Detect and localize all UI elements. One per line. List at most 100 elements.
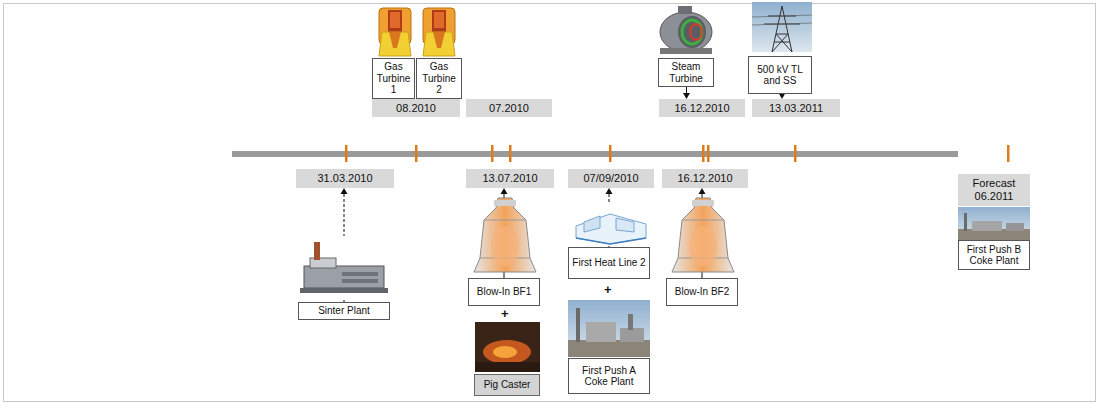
milestone-text: First Push A Coke Plant <box>572 365 646 388</box>
coke-plant-photo-part <box>964 213 967 231</box>
arrow-line <box>686 87 687 94</box>
arrow-head <box>501 188 508 194</box>
date-box: 13.03.2011 <box>752 99 840 117</box>
milestone-box: Gas Turbine 1 <box>372 58 415 99</box>
milestone-text: Blow-In BF1 <box>477 286 531 298</box>
date-box: 08.2010 <box>372 99 460 117</box>
steam-turbine-icon-part <box>678 16 706 48</box>
milestone-text: Sinter Plant <box>318 305 370 317</box>
steam-turbine-icon-part <box>660 48 712 54</box>
milestone-box: 500 kV TL and SS <box>748 56 812 94</box>
timeline-tick-part <box>345 145 348 162</box>
steam-turbine-icon-part <box>690 24 702 40</box>
date-box: 16.12.2010 <box>662 169 748 188</box>
blast-furnace-icon <box>672 198 734 272</box>
power-line-icon-part <box>764 6 800 52</box>
coke-plant-photo-part <box>1006 223 1024 231</box>
pig-caster-photo <box>475 322 540 372</box>
power-line-icon-part <box>752 2 812 52</box>
coke-plant-photo-part <box>576 308 580 342</box>
date-box: 07.2010 <box>466 99 552 117</box>
timeline-tick-part <box>509 145 512 162</box>
milestone-text: 500 kV TL and SS <box>752 64 808 87</box>
milestone-box: Sinter Plant <box>298 302 390 320</box>
milestone-box: Gas Turbine 2 <box>416 58 462 99</box>
pig-caster-photo-part <box>483 340 531 364</box>
coke-plant-photo-part <box>620 328 644 342</box>
power-line-icon <box>752 2 812 52</box>
coke-plant-photo <box>958 207 1030 240</box>
sinter-plant-icon-part <box>298 236 390 300</box>
heat-line-building-icon <box>570 204 650 246</box>
pig-caster-photo-part <box>493 346 517 358</box>
milestone-text: 07.2010 <box>489 102 529 115</box>
pig-caster-photo-part <box>475 362 540 372</box>
gas-turbine-icon <box>423 8 455 56</box>
milestone-text: Gas Turbine 1 <box>376 61 411 96</box>
milestone-box: Steam Turbine <box>658 58 714 87</box>
heat-line-building-icon-part <box>616 218 634 232</box>
steam-turbine-icon <box>660 6 712 54</box>
milestone-box: First Heat Line 2 <box>568 247 650 279</box>
sinter-plant-icon-part <box>314 242 320 260</box>
milestone-text: Forecast 06.2011 <box>961 177 1027 202</box>
coke-plant-photo-part <box>958 207 1030 240</box>
milestone-text: First Heat Line 2 <box>572 257 645 269</box>
heat-line-building-icon-part <box>570 204 650 246</box>
arrow-head <box>341 188 348 194</box>
milestone-text: Steam Turbine <box>662 61 710 84</box>
milestone-text: First Push B Coke Plant <box>962 244 1026 267</box>
steam-turbine-icon-part <box>678 6 692 14</box>
milestone-text: 13.03.2011 <box>769 102 823 115</box>
milestone-text: 07/09/2010 <box>583 172 638 185</box>
milestone-text: Gas Turbine 2 <box>420 61 458 96</box>
milestone-box: First Push A Coke Plant <box>568 358 650 394</box>
sinter-plant-icon-part <box>342 279 378 283</box>
milestone-text: 13.07.2010 <box>482 172 537 185</box>
gas-turbine-icon <box>379 8 411 56</box>
plus-sign: + <box>604 283 612 296</box>
date-box: 13.07.2010 <box>466 169 554 188</box>
coke-plant-photo-part <box>568 300 650 357</box>
timeline-bar <box>232 151 958 157</box>
heat-line-building-icon-part <box>576 238 646 244</box>
date-box: 31.03.2010 <box>296 169 394 188</box>
plus-sign: + <box>501 307 509 320</box>
date-box: 16.12.2010 <box>659 99 745 117</box>
milestone-arrow <box>683 87 690 99</box>
timeline-tick-part <box>794 145 797 162</box>
milestone-text: Pig Caster <box>484 379 531 391</box>
sinter-plant-icon <box>298 236 390 300</box>
coke-plant-photo-part <box>972 221 1002 231</box>
power-line-icon-part <box>752 15 812 25</box>
milestone-box: Pig Caster <box>474 374 540 396</box>
milestone-text: 16.12.2010 <box>677 172 732 185</box>
date-box: Forecast 06.2011 <box>958 174 1030 206</box>
coke-plant-photo-part <box>586 322 616 342</box>
milestone-box: First Push B Coke Plant <box>958 240 1030 270</box>
milestone-box: Blow-In BF1 <box>468 278 540 306</box>
coke-plant-photo <box>568 300 650 357</box>
milestone-text: 08.2010 <box>396 102 436 115</box>
sinter-plant-icon-part <box>300 288 388 293</box>
sinter-plant-icon-part <box>342 272 378 276</box>
timeline-tick <box>345 145 1010 162</box>
coke-plant-photo-part <box>628 314 633 330</box>
date-box: 07/09/2010 <box>568 169 654 188</box>
arrow-head <box>699 188 706 194</box>
coke-plant-photo-part <box>568 340 650 357</box>
milestone-text: 16.12.2010 <box>674 102 729 115</box>
milestone-text: 31.03.2010 <box>317 172 372 185</box>
timeline-tick-part <box>491 145 494 162</box>
timeline-tick-part <box>1007 145 1010 162</box>
milestone-box: Blow-In BF2 <box>666 278 738 306</box>
blast-furnace-icon <box>474 198 536 272</box>
steam-turbine-icon-part <box>660 12 712 52</box>
pig-caster-photo-part <box>475 322 540 372</box>
milestone-text: Blow-In BF2 <box>675 286 729 298</box>
heat-line-building-icon-part <box>584 216 600 232</box>
arrow-head <box>606 188 613 194</box>
timeline-tick-part <box>702 145 705 162</box>
